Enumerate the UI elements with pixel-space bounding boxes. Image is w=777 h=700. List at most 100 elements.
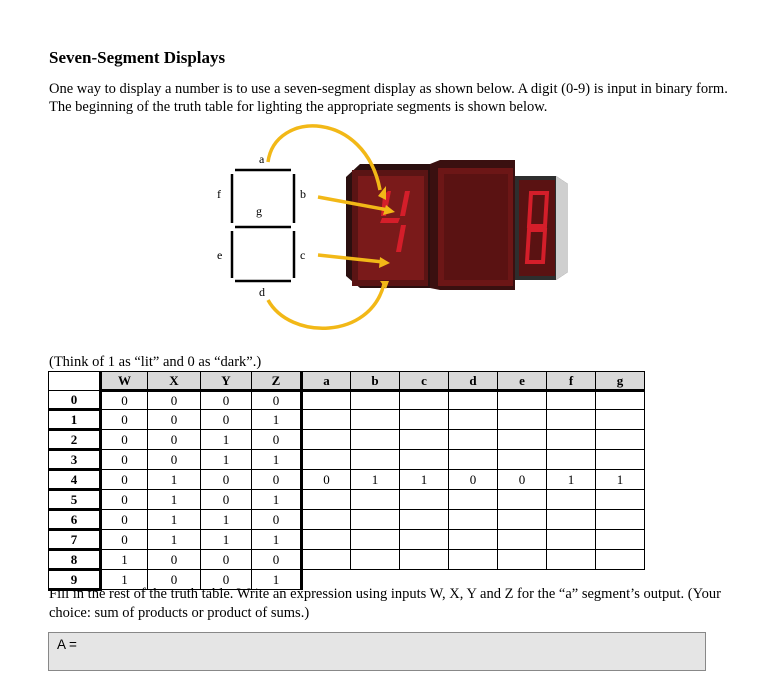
output-cell[interactable]: 1 [350,469,400,490]
output-cell[interactable] [546,549,596,570]
output-cell[interactable] [300,409,351,430]
input-cell: 0 [200,469,252,490]
output-cell[interactable] [546,390,596,410]
output-cell[interactable] [300,429,351,450]
input-cell: 0 [99,409,148,430]
header-a: a [300,371,351,392]
output-cell[interactable] [300,529,351,550]
input-cell: 0 [99,529,148,550]
output-cell[interactable] [399,529,449,550]
header-c: c [399,371,449,392]
output-cell[interactable] [399,549,449,570]
input-cell: 0 [200,569,252,590]
row-digit-label: 4 [48,469,101,491]
output-cell[interactable] [497,489,547,510]
output-cell[interactable] [546,449,596,470]
output-cell[interactable] [399,509,449,530]
output-cell[interactable]: 0 [448,469,498,490]
header-z: Z [251,371,302,392]
input-cell: 1 [200,509,252,530]
output-cell[interactable] [350,549,400,570]
row-digit-label: 1 [48,409,101,431]
output-cell[interactable] [350,529,400,550]
output-cell[interactable] [399,489,449,510]
output-cell[interactable]: 0 [497,469,547,490]
output-cell[interactable] [448,449,498,470]
output-cell[interactable] [448,489,498,510]
row-digit-label: 8 [48,549,101,571]
output-cell[interactable] [546,489,596,510]
output-cell[interactable] [595,429,645,450]
segment-diagram [230,168,296,283]
header-b: b [350,371,400,392]
output-cell[interactable] [350,390,400,410]
output-cell[interactable] [497,429,547,450]
output-cell[interactable] [399,390,449,410]
header-f: f [546,371,596,392]
output-cell[interactable] [399,429,449,450]
output-cell[interactable] [448,390,498,410]
label-f: f [217,187,221,201]
output-cell[interactable]: 0 [300,469,351,490]
output-cell[interactable] [300,549,351,570]
output-cell[interactable] [595,509,645,530]
arrow-d [266,283,386,330]
label-g: g [256,204,262,218]
output-cell[interactable] [595,549,645,570]
output-cell[interactable]: 1 [595,469,645,490]
output-cell[interactable] [448,549,498,570]
output-cell[interactable] [595,409,645,430]
arrow-a [266,124,382,191]
input-cell: 0 [251,549,302,570]
input-cell: 0 [147,569,201,590]
output-cell[interactable] [546,529,596,550]
output-cell[interactable] [300,489,351,510]
output-cell[interactable] [497,409,547,430]
input-cell: 0 [99,489,148,510]
output-cell[interactable] [595,529,645,550]
output-cell[interactable] [399,409,449,430]
answer-label: A = [57,637,77,652]
output-cell[interactable] [399,449,449,470]
answer-box[interactable]: A = [48,632,706,671]
header-d: d [448,371,498,392]
output-cell[interactable] [350,509,400,530]
row-digit-label: 0 [48,390,101,411]
input-cell: 1 [251,489,302,510]
output-cell[interactable] [497,549,547,570]
output-cell[interactable] [300,449,351,470]
output-cell[interactable] [497,449,547,470]
header-w: W [99,371,148,392]
output-cell[interactable] [497,390,547,410]
output-cell[interactable]: 1 [399,469,449,490]
output-cell[interactable] [300,390,351,410]
output-cell[interactable]: 1 [546,469,596,490]
instruction-text: Fill in the rest of the truth table. Wri… [49,586,721,621]
output-cell[interactable] [350,489,400,510]
output-cell[interactable] [448,409,498,430]
input-cell: 1 [200,449,252,470]
input-cell: 1 [200,529,252,550]
output-cell[interactable] [595,489,645,510]
page-title: Seven-Segment Displays [49,48,226,67]
output-cell[interactable] [448,529,498,550]
output-cell[interactable] [546,509,596,530]
input-cell: 0 [99,429,148,450]
output-cell[interactable] [448,429,498,450]
output-cell[interactable] [448,509,498,530]
output-cell[interactable] [350,449,400,470]
output-cell[interactable] [546,409,596,430]
output-cell[interactable] [350,429,400,450]
input-cell: 0 [200,390,252,410]
output-cell[interactable] [350,409,400,430]
output-cell[interactable] [497,509,547,530]
output-cell[interactable] [300,509,351,530]
output-cell[interactable] [546,429,596,450]
output-cell[interactable] [595,390,645,410]
output-cell[interactable] [497,529,547,550]
output-cell[interactable] [595,449,645,470]
